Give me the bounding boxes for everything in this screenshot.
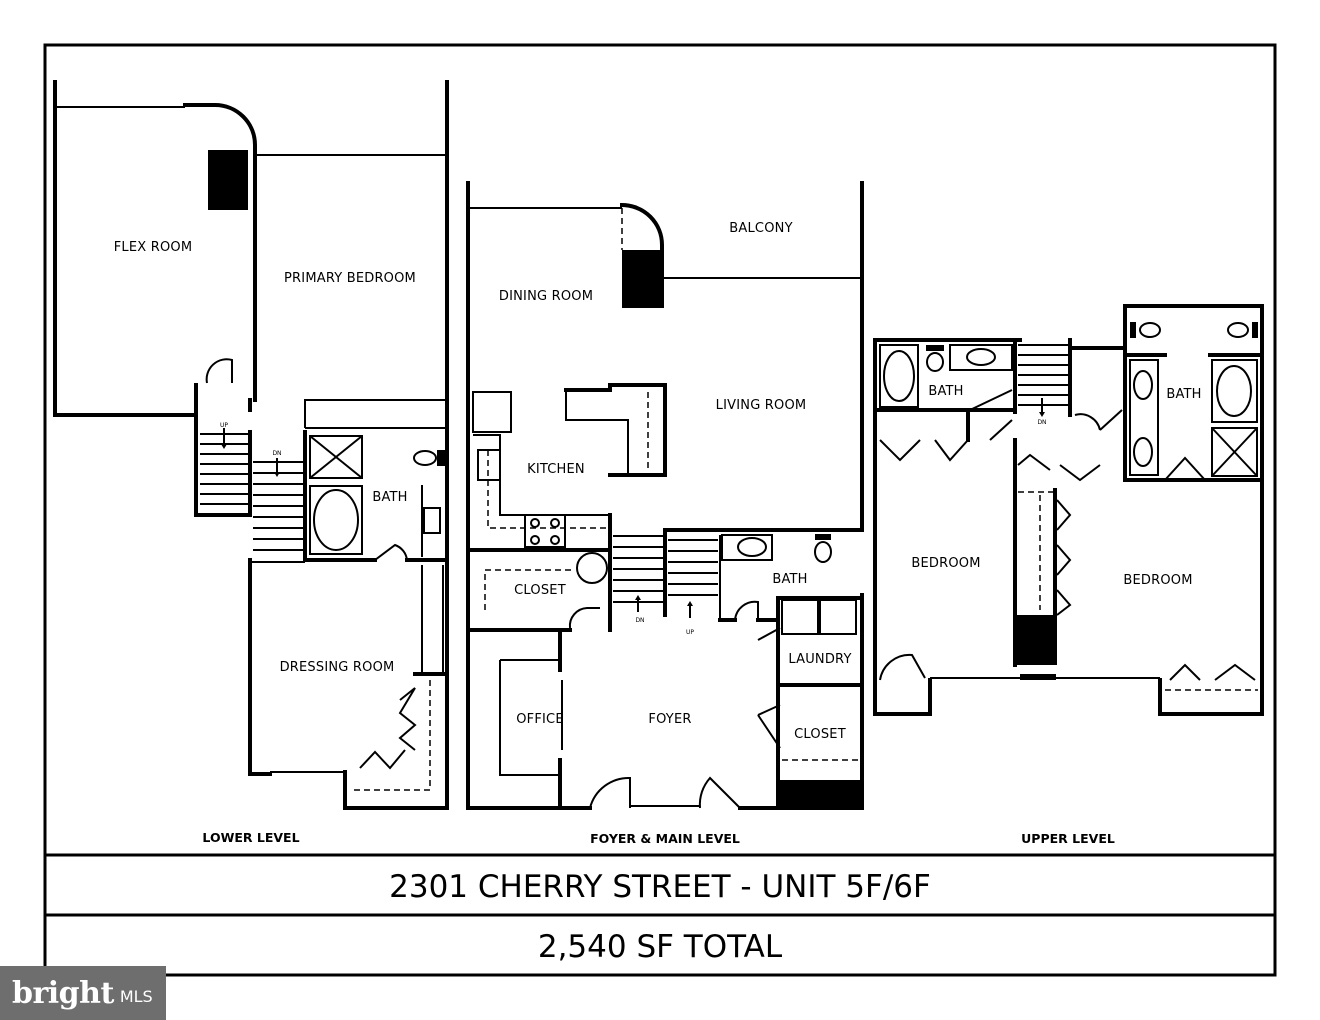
label-foyer: FOYER — [648, 712, 691, 727]
upper-stairs — [1018, 344, 1068, 406]
label-main-bath: BATH — [772, 572, 807, 587]
label-living-room: LIVING ROOM — [716, 398, 807, 413]
label-laundry: LAUNDRY — [788, 652, 851, 667]
label-lower-up: UP — [220, 422, 228, 429]
label-lower-bath: BATH — [372, 490, 407, 505]
label-office: OFFICE — [516, 712, 564, 727]
total-area-banner: 2,540 SF TOTAL — [538, 929, 783, 965]
label-balcony: BALCONY — [729, 221, 792, 236]
address-banner: 2301 CHERRY STREET - UNIT 5F/6F — [389, 869, 931, 905]
label-main-level: FOYER & MAIN LEVEL — [590, 831, 740, 846]
main-level-plan — [466, 181, 864, 810]
label-upper-level: UPPER LEVEL — [1021, 831, 1115, 846]
lower-stairs-right — [253, 461, 303, 551]
label-upper-bath-left: BATH — [928, 384, 963, 399]
upper-level-plan — [873, 304, 1264, 716]
label-kitchen: KITCHEN — [527, 462, 585, 477]
label-primary-bedroom: PRIMARY BEDROOM — [284, 271, 416, 286]
watermark-suffix: MLS — [119, 986, 153, 1006]
label-lower-dn: DN — [272, 450, 281, 457]
outer-frame — [43, 43, 1277, 977]
lower-level-plan — [53, 80, 449, 810]
bright-mls-watermark: bright MLS — [0, 966, 166, 1020]
label-main-up: UP — [686, 629, 694, 636]
label-closet-main: CLOSET — [514, 583, 566, 598]
label-closet-foyer: CLOSET — [794, 727, 846, 742]
watermark-brand: bright — [12, 975, 114, 1011]
label-upper-dn: DN — [1037, 419, 1046, 426]
label-dressing-room: DRESSING ROOM — [280, 660, 395, 675]
label-bedroom-left: BEDROOM — [911, 556, 980, 571]
label-dining-room: DINING ROOM — [499, 289, 593, 304]
label-upper-bath-right: BATH — [1166, 387, 1201, 402]
label-lower-level: LOWER LEVEL — [202, 830, 299, 845]
label-main-dn: DN — [635, 617, 644, 624]
label-bedroom-right: BEDROOM — [1123, 573, 1192, 588]
label-flex-room: FLEX ROOM — [114, 240, 193, 255]
